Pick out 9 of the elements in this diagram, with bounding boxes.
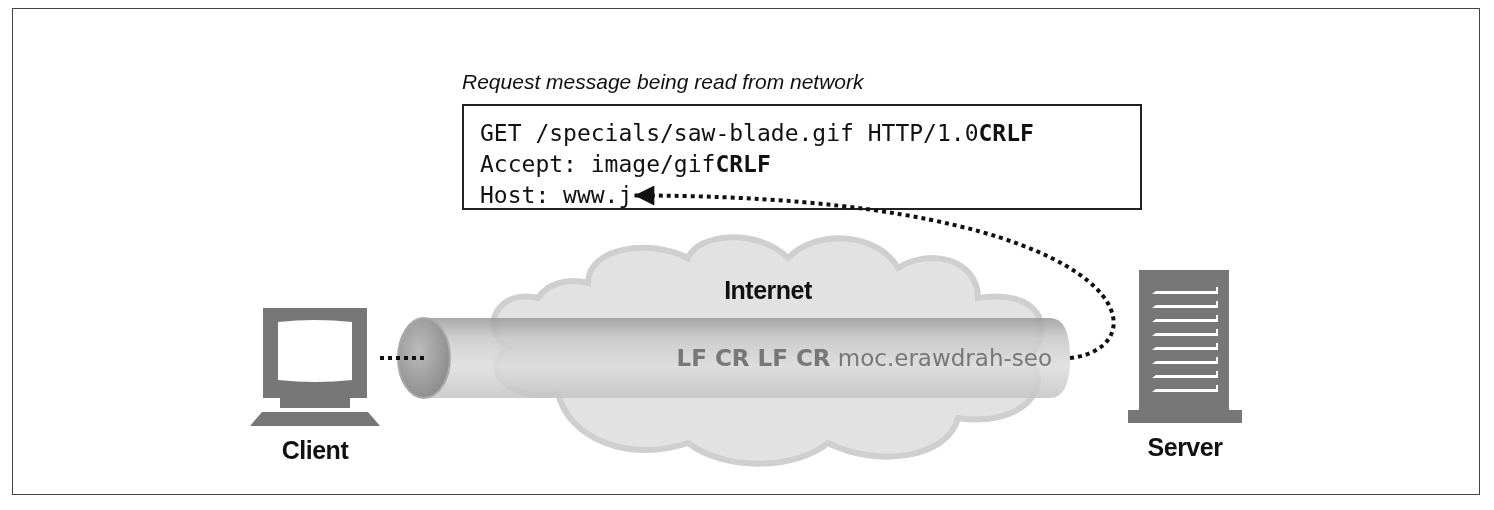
- client-label: Client: [281, 436, 349, 465]
- server-label: Server: [1147, 433, 1223, 462]
- message-heading: Request message being read from network: [462, 69, 864, 95]
- network-label: Internet: [723, 276, 813, 305]
- byte-stream-text: LF CR LF CR moc.erawdrah-seo: [676, 345, 1052, 371]
- host-line: Host: www.j: [480, 180, 633, 211]
- message-line: Accept: image/gifCRLF: [480, 150, 772, 179]
- dotted-arrow: [634, 186, 1115, 360]
- message-line: GET /specials/saw-blade.gif HTTP/1.0CRLF: [480, 119, 1035, 148]
